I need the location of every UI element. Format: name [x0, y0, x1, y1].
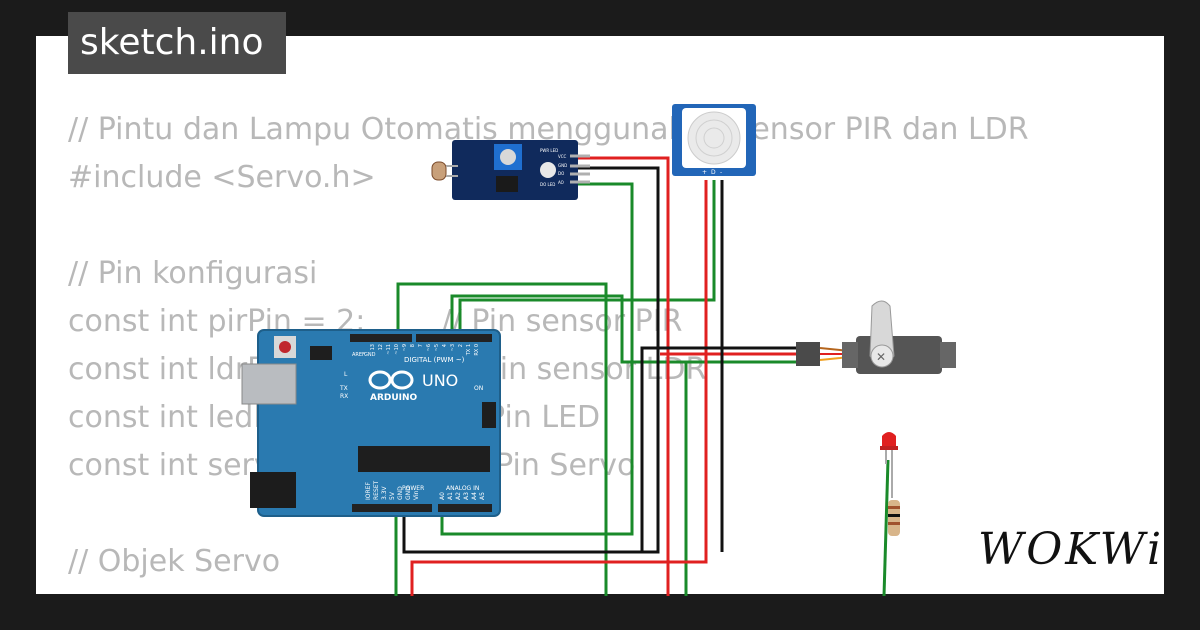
ldr-pin-label: AO: [558, 180, 564, 185]
board-brand: ARDUINO: [370, 393, 418, 403]
label-rx: RX: [340, 393, 348, 400]
label-gnd: GND: [364, 352, 376, 358]
pin-label: RX 0: [474, 344, 480, 356]
photoresistor: [431, 161, 447, 181]
pin-label: ~3: [450, 344, 456, 351]
digital-header-label: DIGITAL (PWM ~): [404, 356, 465, 364]
ldr-led: [540, 162, 556, 178]
pir-sensor[interactable]: + D -: [672, 104, 756, 176]
code-line: Servo: [68, 586, 1029, 594]
pin-label: RESET: [373, 480, 380, 500]
pin-label: GND: [405, 486, 412, 500]
pin-label: ~9: [402, 344, 408, 351]
usb-port: [241, 363, 297, 405]
label-on: ON: [474, 385, 483, 392]
code-line: #include <Servo.h>: [68, 160, 376, 195]
wokwi-logo: WOKWi: [978, 524, 1165, 575]
filename-tab[interactable]: sketch.ino: [68, 12, 286, 74]
pin-label: ~6: [426, 344, 432, 351]
wire-green: [440, 182, 634, 536]
wire-green: [458, 180, 716, 340]
power-pin-labels: IOREF RESET 3.3V 5V GND GND Vin: [365, 480, 420, 500]
power-header: [352, 504, 432, 512]
pin-label: 2: [458, 344, 464, 347]
code-line: // Pin konfigurasi: [68, 256, 318, 291]
analog-header-label: ANALOG IN: [446, 485, 479, 492]
ldr-pins: [570, 154, 590, 184]
wire-green: [450, 294, 800, 364]
pin-label: A0: [439, 492, 446, 500]
arduino-logo-icon: [368, 370, 414, 390]
pin-label: 13: [370, 344, 376, 350]
digital-header: [350, 334, 412, 342]
wire-black: [640, 346, 800, 552]
pin-label: IOREF: [365, 482, 372, 500]
digital-pin-labels: 13 12 ~11 ~10 ~9 8 7 ~6 ~5 4 ~3 2 TX 1 R…: [370, 344, 480, 356]
pin-label: ~10: [394, 344, 400, 355]
pin-label: Vin: [413, 490, 420, 500]
led[interactable]: [880, 432, 898, 498]
power-jack: [250, 472, 296, 508]
pin-label: A3: [463, 492, 470, 500]
ldr-module[interactable]: VCC GND DO AO PWR LED DO LED: [431, 140, 590, 200]
atmega-chip: [358, 446, 490, 472]
ldr-led-label: DO LED: [540, 182, 555, 187]
pin-label: GND: [397, 486, 404, 500]
servo-screw-icon: ✕: [876, 350, 886, 364]
pin-label: ~5: [434, 344, 440, 351]
pin-label: 12: [378, 344, 384, 350]
pin-label: ~11: [386, 344, 392, 355]
ldr-pin-label: DO: [558, 171, 564, 176]
board-model: UNO: [422, 371, 458, 390]
pin-label: A4: [471, 492, 478, 500]
power-header-label: POWER: [402, 485, 424, 492]
digital-header: [416, 334, 492, 342]
pin-label: 7: [418, 344, 424, 347]
pir-pin-label: D: [711, 169, 716, 176]
ldr-pin-label: VCC: [558, 154, 567, 159]
wire-red: [410, 180, 708, 596]
analog-pin-labels: A0 A1 A2 A3 A4 A5: [439, 492, 486, 500]
wire-green: [684, 360, 800, 596]
pin-label: 4: [442, 344, 448, 347]
pin-label: 5V: [389, 491, 396, 500]
pin-label: A2: [455, 492, 462, 500]
code-line: // Objek Servo: [68, 544, 281, 579]
comparator-chip: [496, 176, 518, 192]
wires: [394, 156, 890, 597]
analog-header: [438, 504, 492, 512]
pir-pin-label: +: [702, 169, 707, 176]
pir-pin-label: -: [720, 169, 722, 176]
wire-red: [576, 156, 670, 596]
servo-connector: [796, 342, 820, 366]
pin-label: TX 1: [466, 344, 472, 356]
ldr-led-label: PWR LED: [540, 148, 558, 153]
wire-green: [882, 459, 890, 597]
pin-label: 8: [410, 344, 416, 347]
label-aref: AREF: [352, 352, 365, 358]
wire-black: [402, 166, 660, 554]
label-tx: TX: [339, 385, 348, 392]
pin-label: A5: [479, 492, 486, 500]
pin-label: 3.3V: [381, 485, 388, 500]
wire-green: [396, 282, 608, 596]
resistor[interactable]: [888, 500, 900, 536]
servo-motor[interactable]: ✕: [796, 300, 956, 374]
arduino-uno[interactable]: UNO ARDUINO DIGITAL (PWM ~) POWER ANALOG…: [241, 329, 501, 517]
ldr-pin-label: GND: [558, 163, 567, 168]
label-l: L: [344, 371, 348, 378]
pin-label: A1: [447, 492, 454, 500]
